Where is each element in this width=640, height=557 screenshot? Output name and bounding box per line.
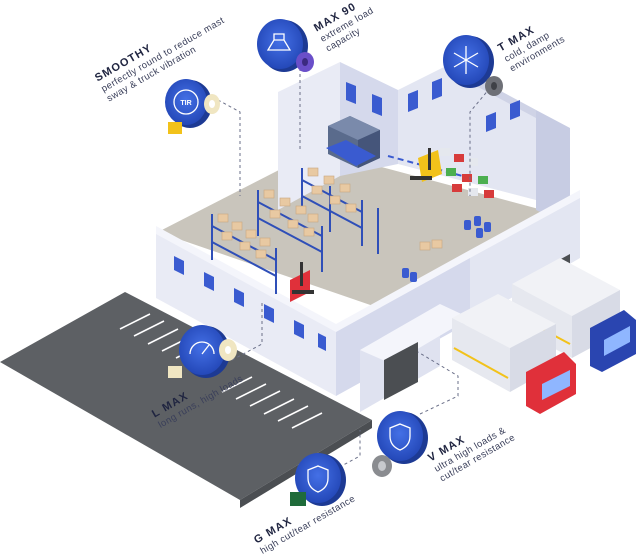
shield-icon: [389, 423, 411, 451]
parking-lines: [119, 313, 323, 429]
shield-icon: [307, 465, 329, 493]
snowflake-icon: [453, 46, 479, 74]
windows: [174, 78, 520, 351]
barrels: [402, 216, 491, 282]
badge-smoothy: TIR: [165, 79, 220, 134]
speedometer-icon: [173, 89, 199, 115]
boxes: [217, 167, 443, 259]
badge-gmax: [290, 453, 346, 506]
forklift-yellow: [410, 148, 442, 182]
leader-lines: [217, 62, 491, 471]
speedometer-icon: [189, 341, 215, 355]
truck-icon: [266, 33, 292, 51]
badge-tir: TIR: [180, 100, 191, 107]
badge-tmax: [443, 35, 503, 96]
badge-lmax: [168, 325, 237, 378]
containers: [326, 116, 380, 168]
badge-max90: [257, 19, 314, 72]
forklift-red: [290, 262, 314, 302]
badge-vmax: [372, 411, 428, 477]
truck-white-red: [452, 294, 576, 414]
crates: [440, 148, 494, 198]
